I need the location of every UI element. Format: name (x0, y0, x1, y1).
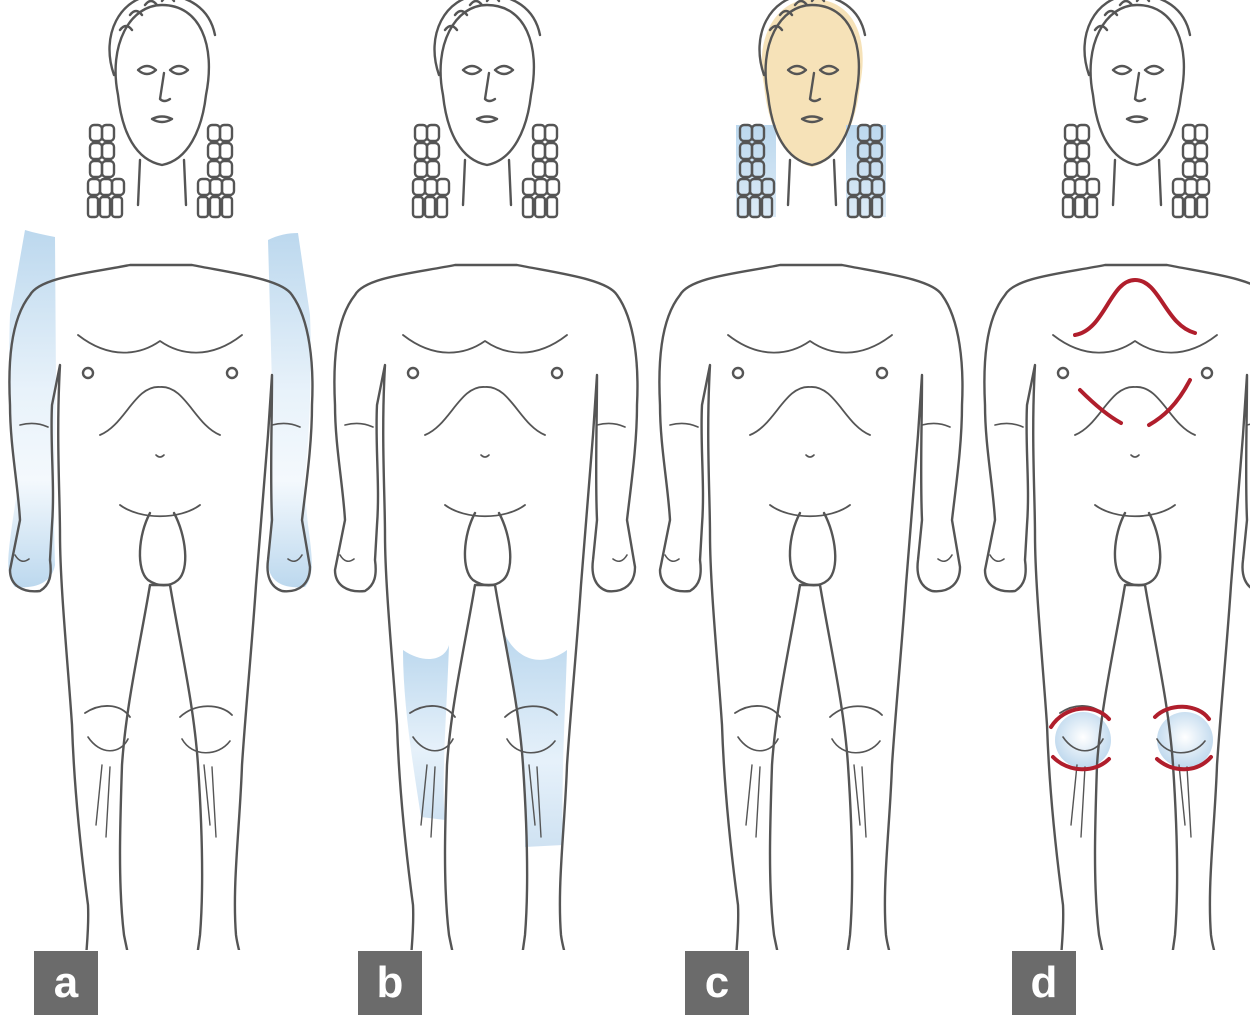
figure-d (984, 0, 1250, 950)
figure-b (334, 0, 637, 950)
panel-label-c: c (685, 951, 749, 1015)
figure-a (8, 0, 312, 950)
panel-label-b: b (358, 951, 422, 1015)
panel-label-d: d (1012, 951, 1076, 1015)
panel-label-a: a (34, 951, 98, 1015)
kouros-figures (0, 0, 1250, 950)
figure-c (659, 0, 962, 950)
